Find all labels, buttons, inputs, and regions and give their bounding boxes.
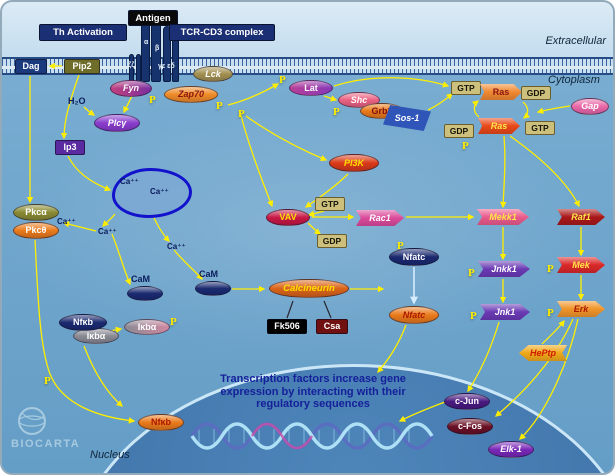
nucleus-caption: Transcription factors increase gene expr… bbox=[220, 373, 406, 411]
th-activation-box: Th Activation bbox=[39, 24, 127, 41]
phosphate-label: P bbox=[462, 140, 469, 152]
phosphate-label: P bbox=[547, 263, 554, 275]
beta-chain-label: β bbox=[155, 45, 160, 52]
node-fk506: Fk506 bbox=[267, 319, 307, 334]
phosphate-label: P bbox=[547, 307, 554, 319]
node-pkc-alpha[interactable]: Pkcα bbox=[13, 204, 59, 221]
node-nfatc-active[interactable]: Nfatc bbox=[389, 306, 439, 324]
phosphate-label: P bbox=[333, 106, 340, 118]
node-nfkb[interactable]: Nfκb bbox=[59, 314, 107, 331]
h2o-label: H₂O bbox=[68, 96, 86, 106]
cd3-chain bbox=[163, 26, 171, 82]
node-gap[interactable]: Gap bbox=[571, 98, 609, 115]
node-ikb-alpha-free[interactable]: Iκbα bbox=[124, 319, 170, 335]
calcium-label: Ca⁺⁺ bbox=[150, 187, 169, 196]
phosphate-label: P bbox=[149, 94, 156, 106]
node-pip2: Pip2 bbox=[64, 59, 100, 74]
endoplasmic-reticulum bbox=[112, 168, 192, 218]
node-rac1[interactable]: Rac1 bbox=[356, 210, 404, 226]
node-dag: Dag bbox=[15, 59, 47, 74]
gdp-tag: GDP bbox=[444, 124, 474, 138]
dna-helix bbox=[190, 422, 434, 450]
node-zap70[interactable]: Zap70 bbox=[164, 86, 218, 103]
nucleus-label: Nucleus bbox=[90, 449, 130, 461]
gtp-tag: GTP bbox=[451, 81, 481, 95]
node-cam[interactable] bbox=[195, 281, 231, 296]
node-pi3k[interactable]: PI3K bbox=[329, 154, 379, 172]
phosphate-label: P bbox=[170, 316, 177, 328]
calcium-label: Ca⁺⁺ bbox=[120, 177, 139, 186]
alpha-chain-label: α bbox=[144, 39, 149, 46]
node-ip3: Ip3 bbox=[55, 140, 85, 155]
gtp-tag: GTP bbox=[525, 121, 555, 135]
node-pkc-theta[interactable]: Pkcθ bbox=[13, 222, 59, 239]
node-elk1[interactable]: Elk-1 bbox=[488, 441, 534, 458]
node-raf1[interactable]: Raf1 bbox=[557, 209, 605, 225]
extracellular-label: Extracellular bbox=[545, 35, 606, 47]
phosphate-label: P bbox=[468, 267, 475, 279]
gdp-tag: GDP bbox=[521, 86, 551, 100]
cam-label: CaM bbox=[131, 274, 151, 284]
cytoplasm-label: Cytoplasm bbox=[548, 74, 600, 86]
node-vav[interactable]: VAV bbox=[266, 209, 310, 226]
node-ras-inactive[interactable]: Ras bbox=[480, 84, 522, 100]
node-csa: Csa bbox=[316, 319, 348, 334]
calcium-label: Ca⁺⁺ bbox=[98, 227, 117, 236]
calcium-label: Ca⁺⁺ bbox=[167, 242, 186, 251]
biocarta-logo-icon bbox=[18, 407, 46, 435]
node-mek[interactable]: Mek bbox=[557, 257, 605, 273]
cd3-chain-label: γε εδ bbox=[158, 63, 175, 70]
node-lat[interactable]: Lat bbox=[289, 80, 333, 96]
phosphate-label: P bbox=[397, 240, 404, 252]
tcr-cd3-box: TCR-CD3 complex bbox=[169, 24, 275, 41]
node-c-fos[interactable]: c-Fos bbox=[447, 418, 493, 435]
biocarta-logo-text: BIOCARTA bbox=[11, 438, 81, 450]
cam-label: CaM bbox=[199, 269, 219, 279]
node-plc-gamma[interactable]: Plcγ bbox=[94, 114, 140, 132]
antigen-box: Antigen bbox=[128, 10, 178, 26]
calcium-label: Ca⁺⁺ bbox=[57, 217, 76, 226]
node-nfatc-phospho[interactable]: Nfatc bbox=[389, 248, 439, 266]
node-mekk1[interactable]: Mekk1 bbox=[477, 209, 529, 225]
node-nfkb-nuclear[interactable]: Nfκb bbox=[138, 414, 184, 431]
node-cam[interactable] bbox=[127, 286, 163, 301]
node-calcineurin[interactable]: Calcineurin bbox=[269, 279, 349, 298]
node-fyn[interactable]: Fyn bbox=[110, 80, 152, 97]
node-jnkk1[interactable]: Jnkk1 bbox=[478, 261, 530, 277]
node-lck[interactable]: Lck bbox=[193, 66, 233, 82]
tcr-chain bbox=[141, 22, 150, 82]
phosphate-label: P bbox=[44, 375, 51, 387]
zeta-chain-label: ζζ bbox=[128, 62, 135, 69]
node-heptp[interactable]: HePtp bbox=[519, 345, 567, 361]
phosphate-label: P bbox=[238, 108, 245, 120]
gtp-tag: GTP bbox=[315, 197, 345, 211]
phosphate-label: P bbox=[216, 100, 223, 112]
gdp-tag: GDP bbox=[317, 234, 347, 248]
phosphate-label: P bbox=[279, 74, 286, 86]
node-jnk1[interactable]: Jnk1 bbox=[480, 304, 530, 320]
phosphate-label: P bbox=[470, 310, 477, 322]
node-c-jun[interactable]: c-Jun bbox=[444, 393, 490, 410]
node-ras-active[interactable]: Ras bbox=[478, 118, 520, 134]
node-erk[interactable]: Erk bbox=[557, 301, 605, 317]
